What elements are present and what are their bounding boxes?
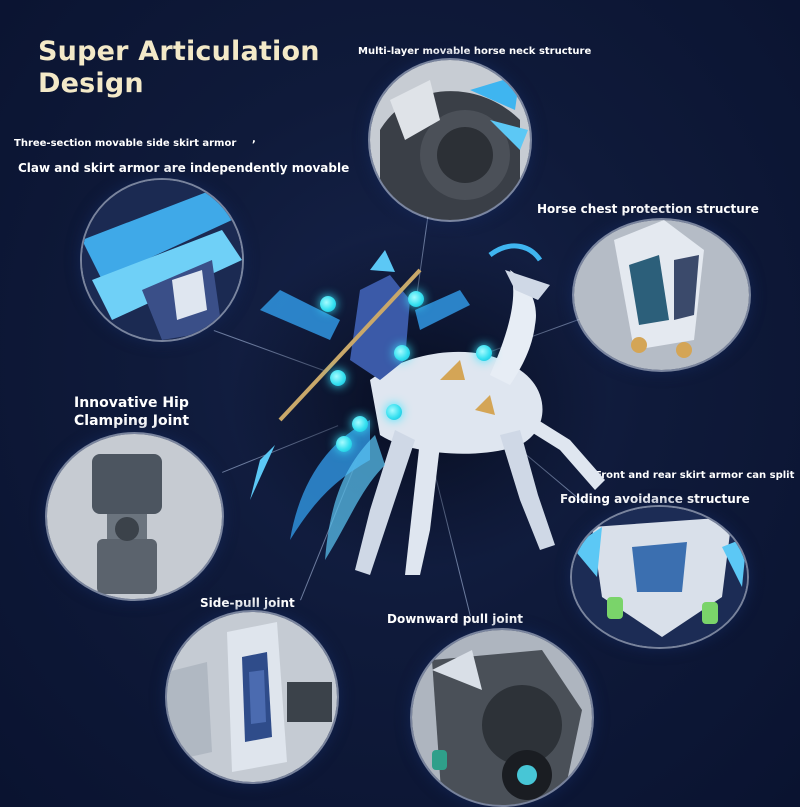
detail-circle-downward-pull xyxy=(410,628,594,807)
joint-marker xyxy=(336,436,352,452)
page-title: Super Articulation Design xyxy=(38,36,320,99)
label-comma: , xyxy=(252,134,256,145)
label-side-skirt: Three-section movable side skirt armor xyxy=(14,138,237,149)
joint-marker xyxy=(476,345,492,361)
detail-circle-neck xyxy=(368,58,532,222)
joint-marker xyxy=(394,345,410,361)
detail-circle-side-pull xyxy=(165,610,339,784)
label-claw: Claw and skirt armor are independently m… xyxy=(18,161,350,175)
joint-marker xyxy=(386,404,402,420)
detail-circle-chest xyxy=(572,218,751,372)
label-downward-pull: Downward pull joint xyxy=(387,612,523,626)
joint-marker xyxy=(320,296,336,312)
label-skirt-split: Front and rear skirt armor can split xyxy=(595,470,795,481)
detail-circle-side-skirt xyxy=(80,178,244,342)
label-hip: Innovative Hip Clamping Joint xyxy=(74,395,190,429)
joint-marker xyxy=(330,370,346,386)
label-side-pull: Side-pull joint xyxy=(200,596,295,610)
label-neck: Multi-layer movable horse neck structure xyxy=(358,46,592,57)
label-folding: Folding avoidance structure xyxy=(560,492,750,506)
joint-marker xyxy=(352,416,368,432)
mecha-horse-figure xyxy=(220,230,640,610)
label-chest: Horse chest protection structure xyxy=(537,202,759,216)
detail-circle-folding xyxy=(570,505,749,649)
detail-circle-hip xyxy=(45,432,224,601)
joint-marker xyxy=(408,291,424,307)
